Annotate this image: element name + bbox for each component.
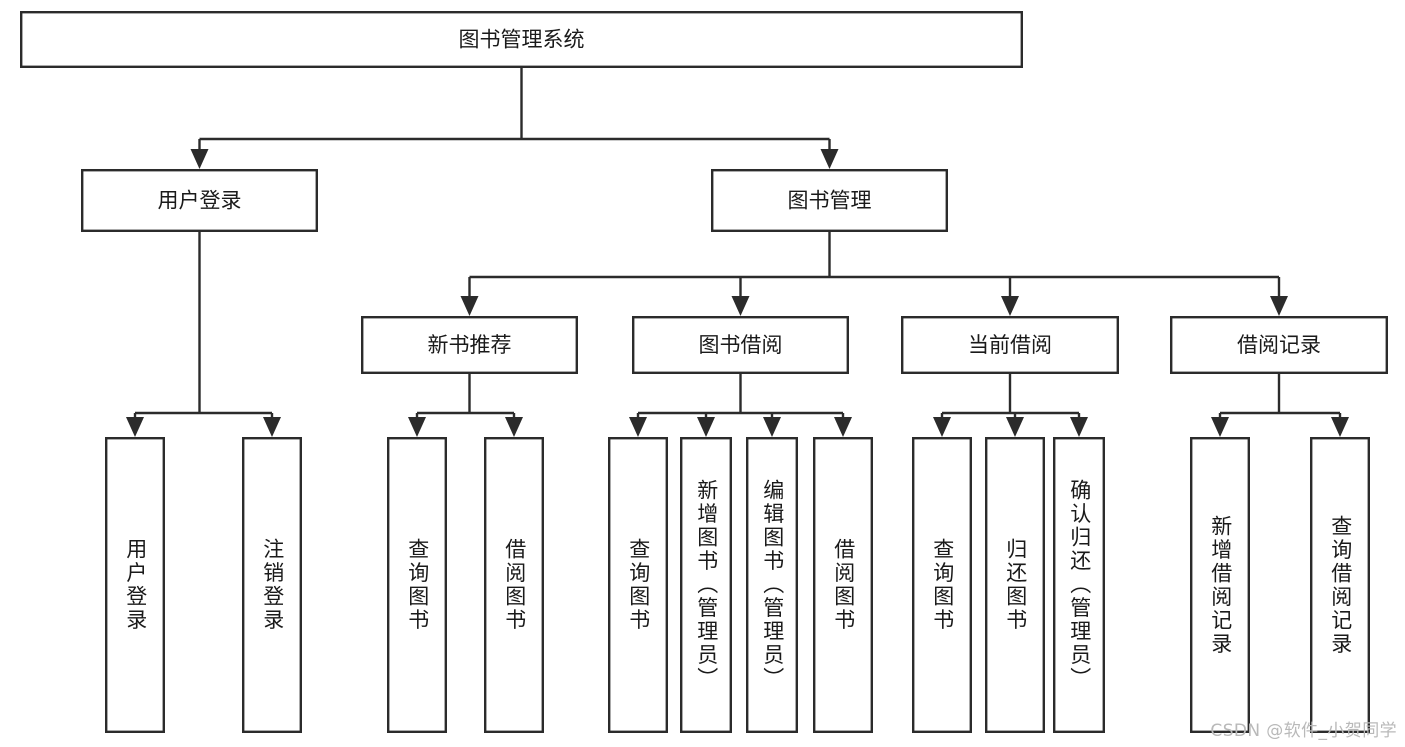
- arrow-head: [1006, 417, 1024, 437]
- node-box-leaf-return-book[interactable]: [985, 437, 1046, 734]
- arrow-head: [505, 417, 523, 437]
- node-box-leaf-borrow-book-1[interactable]: [484, 437, 545, 734]
- arrow-head: [834, 417, 852, 437]
- watermark-text: CSDN @软件_小贺同学: [1210, 721, 1397, 741]
- node-box-leaf-add-book[interactable]: [680, 437, 733, 734]
- arrow-head: [263, 417, 281, 437]
- node-label-undefined: 图书管理系统: [459, 28, 585, 52]
- arrow-head: [408, 417, 426, 437]
- arrow-head: [697, 417, 715, 437]
- arrow-head: [1270, 296, 1288, 316]
- arrow-head: [126, 417, 144, 437]
- node-box-book-borrow[interactable]: [632, 316, 850, 375]
- arrow-head: [460, 296, 479, 316]
- node-box-leaf-borrow-book-2[interactable]: [813, 437, 874, 734]
- node-box-user-login[interactable]: [80, 168, 319, 232]
- node-box-book-management[interactable]: [711, 168, 949, 232]
- node-label-borrow-record: 借阅记录: [1237, 333, 1321, 357]
- node-box-leaf-query-book-2[interactable]: [608, 437, 669, 734]
- node-box-undefined[interactable]: [20, 10, 1023, 68]
- node-label-new-book-recommend: 新书推荐: [428, 333, 512, 357]
- arrow-head: [1070, 417, 1088, 437]
- arrow-head: [190, 149, 209, 169]
- arrow-head: [763, 417, 781, 437]
- node-label-user-login: 用户登录: [158, 189, 242, 213]
- node-label-book-management: 图书管理: [788, 189, 872, 213]
- arrow-head: [820, 149, 839, 169]
- arrow-head: [1331, 417, 1349, 437]
- node-label-current-borrow: 当前借阅: [968, 333, 1052, 357]
- node-box-current-borrow[interactable]: [901, 316, 1120, 375]
- node-box-leaf-logout[interactable]: [241, 437, 302, 734]
- arrow-head: [629, 417, 647, 437]
- node-label-book-borrow: 图书借阅: [699, 333, 783, 357]
- node-box-leaf-query-record[interactable]: [1309, 437, 1370, 734]
- node-box-leaf-add-record[interactable]: [1189, 437, 1250, 734]
- node-box-leaf-query-book-3[interactable]: [912, 437, 973, 734]
- node-boxes-layer: [20, 10, 1388, 734]
- connectors-layer: [126, 68, 1349, 437]
- node-box-leaf-user-login[interactable]: [104, 437, 165, 734]
- node-box-leaf-edit-book[interactable]: [746, 437, 799, 734]
- node-box-new-book-recommend[interactable]: [361, 316, 579, 375]
- node-box-leaf-confirm-return[interactable]: [1052, 437, 1105, 734]
- node-box-leaf-query-book-1[interactable]: [387, 437, 448, 734]
- arrow-head: [933, 417, 951, 437]
- arrow-head: [731, 296, 750, 316]
- node-box-borrow-record[interactable]: [1169, 316, 1388, 375]
- arrow-head: [1211, 417, 1229, 437]
- arrow-head: [1001, 296, 1019, 316]
